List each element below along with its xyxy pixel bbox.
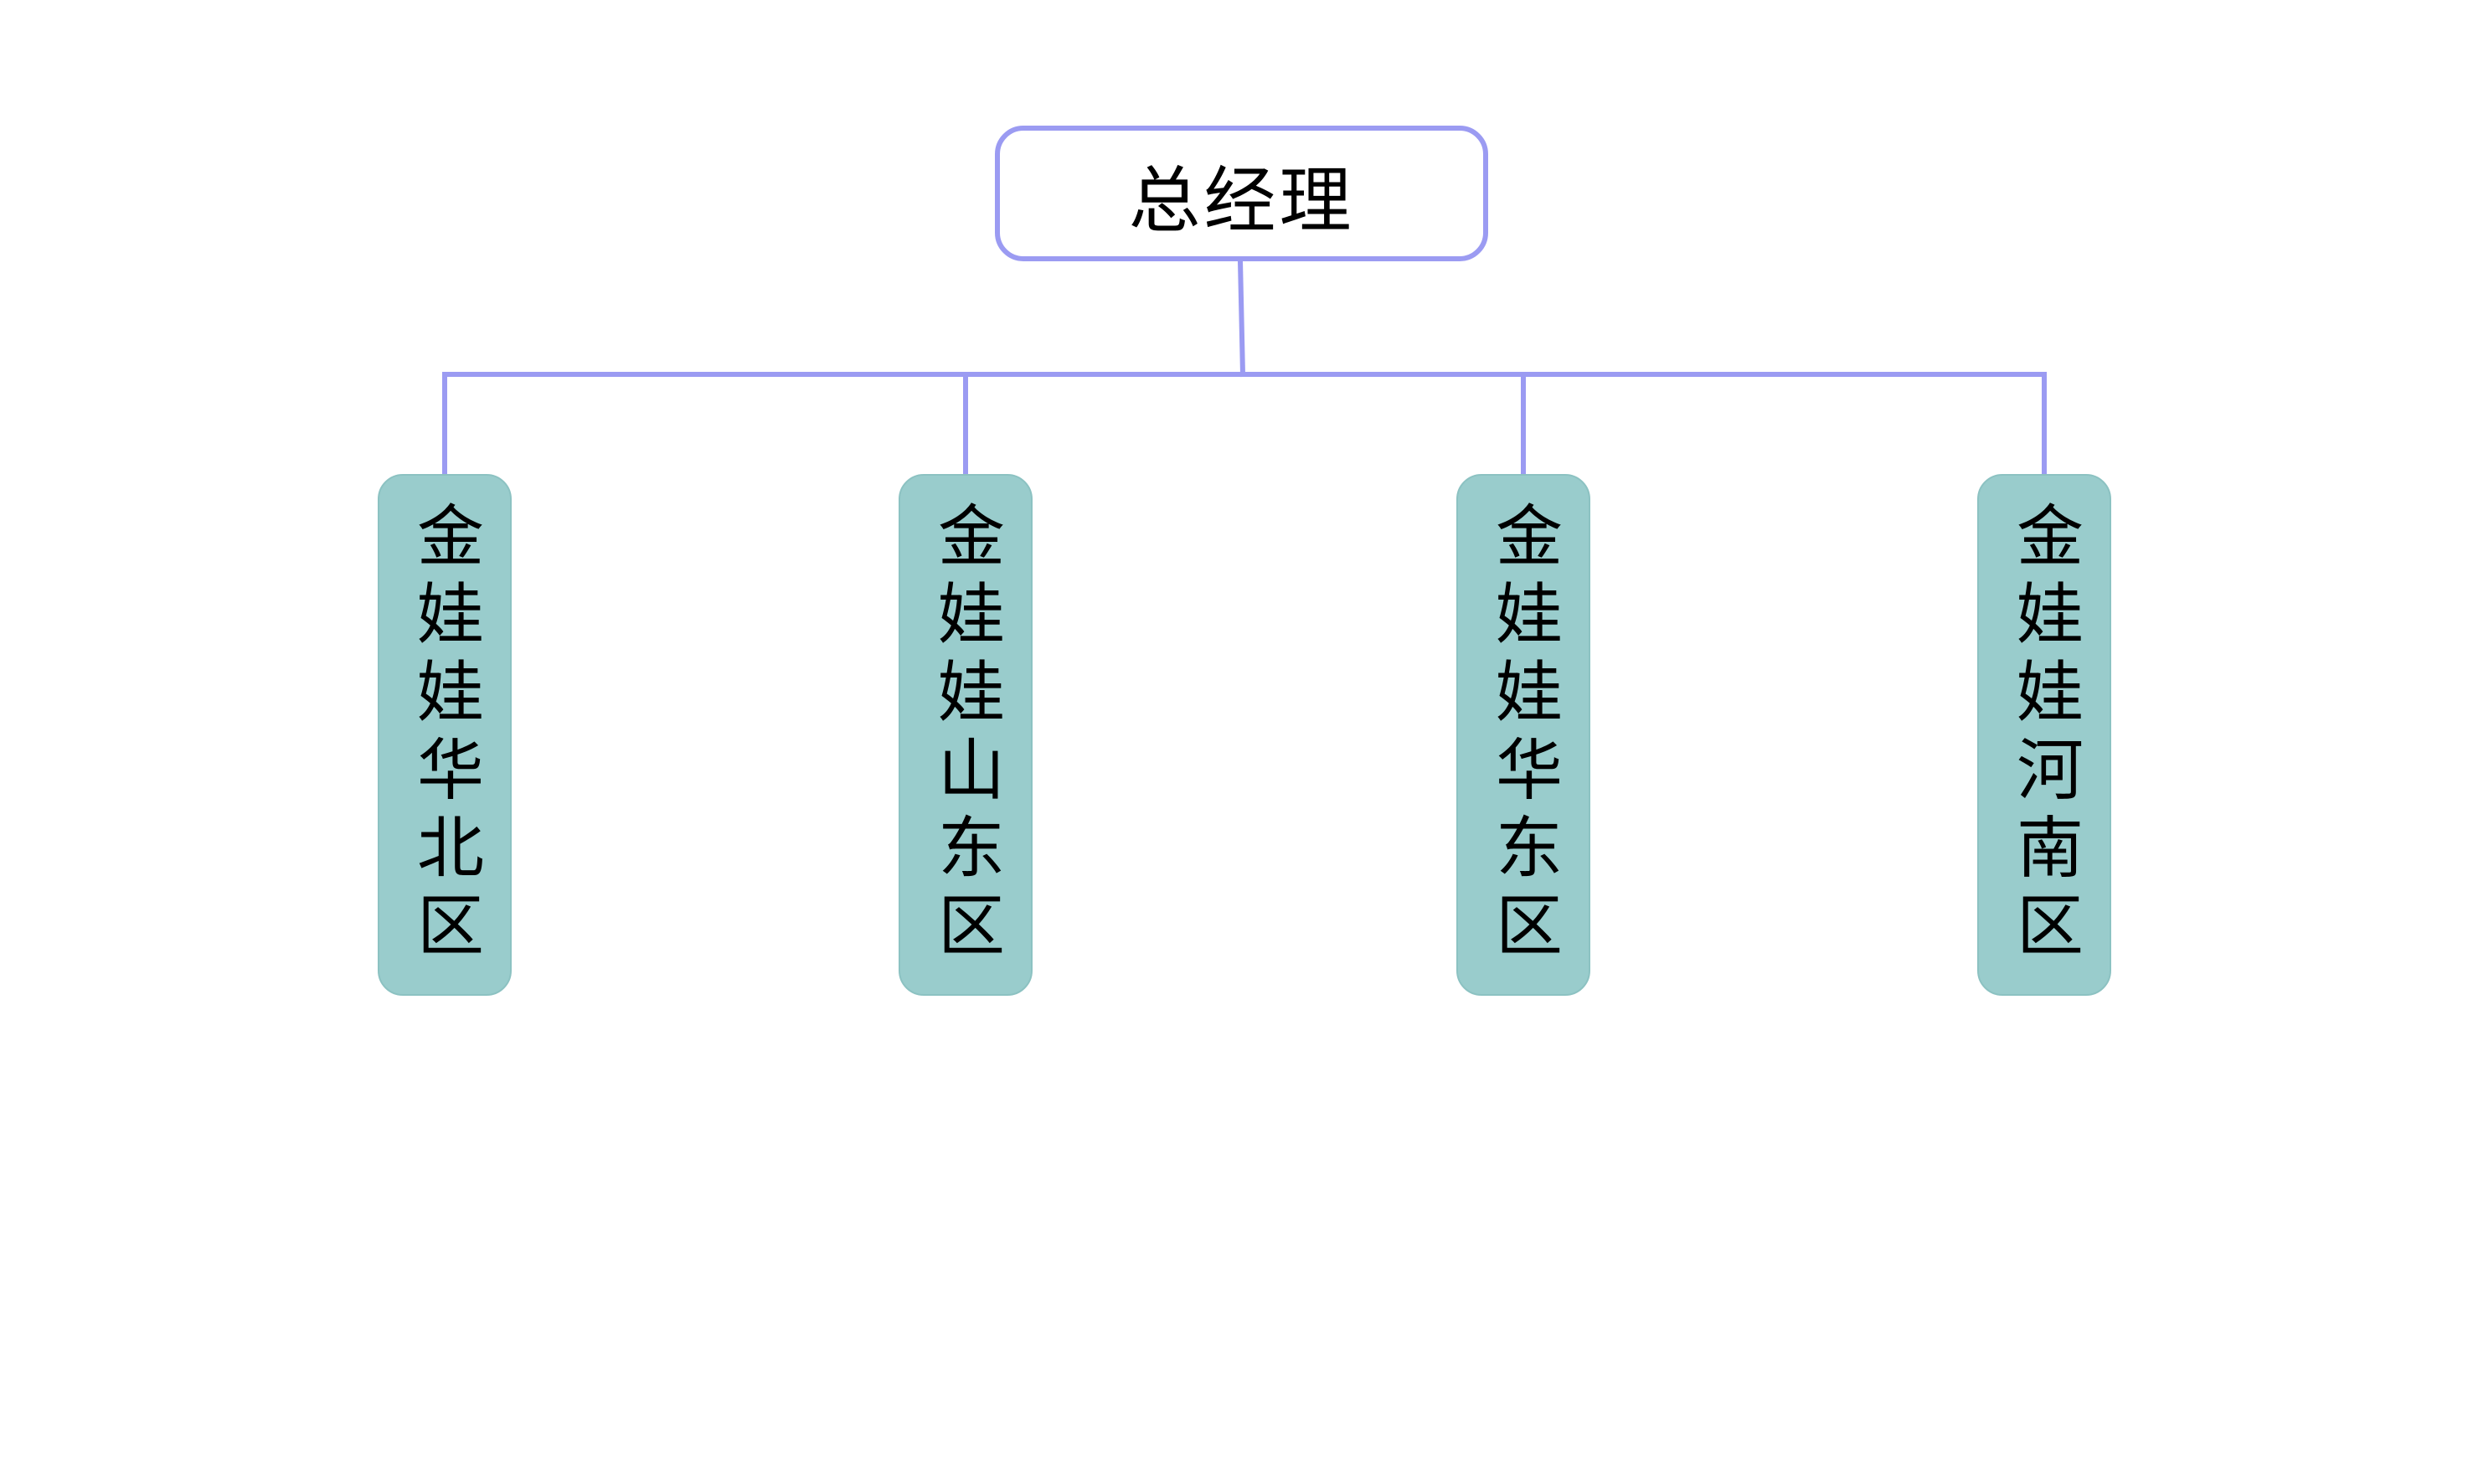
child-node-shandong: 金娃娃山东区 bbox=[899, 474, 1033, 996]
connector-trunk bbox=[1237, 258, 1246, 378]
root-node-label: 总经理 bbox=[1128, 158, 1355, 243]
child-node-north-china: 金娃娃华北区 bbox=[378, 474, 512, 996]
child-node-label: 金娃娃华北区 bbox=[406, 501, 484, 968]
child-node-henan: 金娃娃河南区 bbox=[1977, 474, 2111, 996]
connector-lines bbox=[442, 258, 2047, 477]
root-node-general-manager: 总经理 bbox=[995, 126, 1488, 261]
child-node-label: 金娃娃山东区 bbox=[927, 501, 1005, 968]
child-node-label: 金娃娃河南区 bbox=[2006, 501, 2084, 968]
child-node-east-china: 金娃娃华东区 bbox=[1456, 474, 1590, 996]
child-node-label: 金娃娃华东区 bbox=[1485, 501, 1563, 968]
